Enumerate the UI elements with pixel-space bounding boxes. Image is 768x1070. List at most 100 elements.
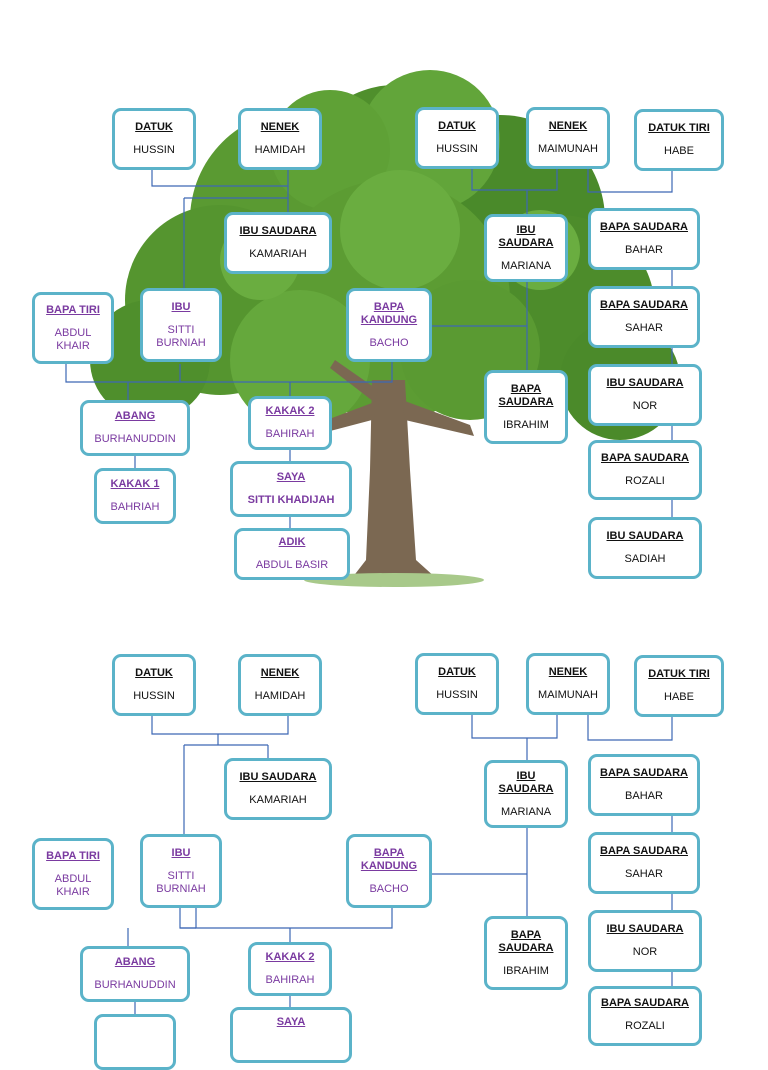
node-role: ADIK (278, 536, 306, 548)
node-bapa-saudara-bahar: BAPA SAUDARA BAHAR (588, 754, 700, 816)
node-name: SAHAR (625, 868, 663, 880)
node-name: KAMARIAH (249, 248, 307, 260)
node-role: KAKAK 1 (110, 478, 160, 490)
node-saya: SAYA (230, 1007, 352, 1063)
node-name: BAHAR (625, 244, 663, 256)
node-name: MAIMUNAH (538, 143, 598, 155)
node-name: BAHRIAH (110, 501, 160, 513)
node-name: HAMIDAH (254, 690, 306, 702)
node-role: DATUK (438, 120, 476, 132)
node-role: NENEK (548, 666, 588, 678)
node-name: MAIMUNAH (538, 689, 598, 701)
node-abang: ABANG BURHANUDDIN (80, 400, 190, 456)
node-bapa-kandung: BAPA KANDUNG BACHO (346, 834, 432, 908)
node-kakak-2: KAKAK 2 BAHIRAH (248, 942, 332, 996)
node-role: BAPA KANDUNG (360, 846, 418, 872)
node-kakak-1: KAKAK 1 BAHRIAH (94, 468, 176, 524)
node-datuk-tiri: DATUK TIRI HABE (634, 109, 724, 171)
node-name: BAHIRAH (265, 974, 315, 986)
node-name: ROZALI (625, 475, 665, 487)
node-nenek-1: NENEK HAMIDAH (238, 654, 322, 716)
node-name: ABDUL KHAIR (54, 872, 92, 898)
node-role: IBU SAUDARA (239, 225, 317, 237)
node-datuk-2: DATUK HUSSIN (415, 107, 499, 169)
node-name: SITTI KHADIJAH (247, 494, 335, 506)
node-name: HUSSIN (436, 143, 478, 155)
node-name: IBRAHIM (503, 418, 549, 431)
node-ibu-saudara-mariana: IBU SAUDARA MARIANA (484, 214, 568, 282)
node-role: KAKAK 2 (265, 951, 315, 963)
node-name: BURHANUDDIN (94, 433, 176, 445)
node-role: SAYA (276, 1016, 306, 1028)
node-role: NENEK (260, 667, 300, 679)
node-role: BAPA SAUDARA (498, 382, 554, 408)
node-name: ROZALI (625, 1020, 665, 1032)
node-bapa-saudara-sahar: BAPA SAUDARA SAHAR (588, 286, 700, 348)
node-bapa-tiri: BAPA TIRI ABDUL KHAIR (32, 292, 114, 364)
node-role: BAPA SAUDARA (600, 299, 688, 311)
diagram-2-connectors (127, 714, 673, 1016)
node-name: IBRAHIM (503, 964, 549, 977)
node-kakak-1 (94, 1014, 176, 1070)
node-role: DATUK TIRI (648, 122, 710, 134)
node-role: BAPA SAUDARA (600, 845, 688, 857)
node-name: MARIANA (500, 259, 552, 272)
node-bapa-saudara-sahar: BAPA SAUDARA SAHAR (588, 832, 700, 894)
node-ibu-saudara-mariana: IBU SAUDARA MARIANA (484, 760, 568, 828)
node-role: DATUK TIRI (648, 668, 710, 680)
node-name: SAHAR (625, 322, 663, 334)
node-kakak-2: KAKAK 2 BAHIRAH (248, 396, 332, 450)
node-role: IBU (171, 300, 191, 313)
node-bapa-kandung: BAPA KANDUNG BACHO (346, 288, 432, 362)
node-role: DATUK (135, 667, 173, 679)
node-role: BAPA SAUDARA (601, 997, 689, 1009)
diagram-1-connectors (65, 168, 673, 530)
node-name: BACHO (369, 336, 409, 349)
node-role: BAPA SAUDARA (498, 928, 554, 954)
node-name: ABDUL KHAIR (54, 326, 92, 352)
node-role: BAPA KANDUNG (360, 300, 418, 326)
tree-ground-shadow (304, 573, 484, 587)
node-name: BAHIRAH (265, 428, 315, 440)
node-role: IBU SAUDARA (606, 377, 684, 389)
node-name: HABE (664, 145, 694, 157)
node-name: BACHO (369, 882, 409, 895)
node-role: KAKAK 2 (265, 405, 315, 417)
node-bapa-saudara-rozali: BAPA SAUDARA ROZALI (588, 986, 702, 1046)
node-bapa-saudara-ibrahim: BAPA SAUDARA IBRAHIM (484, 370, 568, 444)
node-role: SAYA (276, 471, 306, 483)
node-name: HAMIDAH (254, 144, 306, 156)
node-name: BAHAR (625, 790, 663, 802)
node-role: IBU SAUDARA (606, 923, 684, 935)
node-nenek-2: NENEK MAIMUNAH (526, 653, 610, 715)
node-role: BAPA SAUDARA (601, 452, 689, 464)
node-name: MARIANA (500, 805, 552, 818)
node-role: IBU SAUDARA (498, 223, 554, 249)
node-role: BAPA TIRI (46, 303, 100, 316)
node-name: HUSSIN (436, 689, 478, 701)
node-bapa-saudara-rozali: BAPA SAUDARA ROZALI (588, 440, 702, 500)
node-role: IBU SAUDARA (498, 769, 554, 795)
node-bapa-saudara-ibrahim: BAPA SAUDARA IBRAHIM (484, 916, 568, 990)
node-name: SADIAH (624, 553, 666, 565)
node-name: HUSSIN (133, 144, 175, 156)
node-saya: SAYA SITTI KHADIJAH (230, 461, 352, 517)
node-role: ABANG (114, 410, 156, 422)
node-name: KAMARIAH (249, 794, 307, 806)
node-role: IBU (171, 846, 191, 859)
node-role: BAPA SAUDARA (600, 767, 688, 779)
